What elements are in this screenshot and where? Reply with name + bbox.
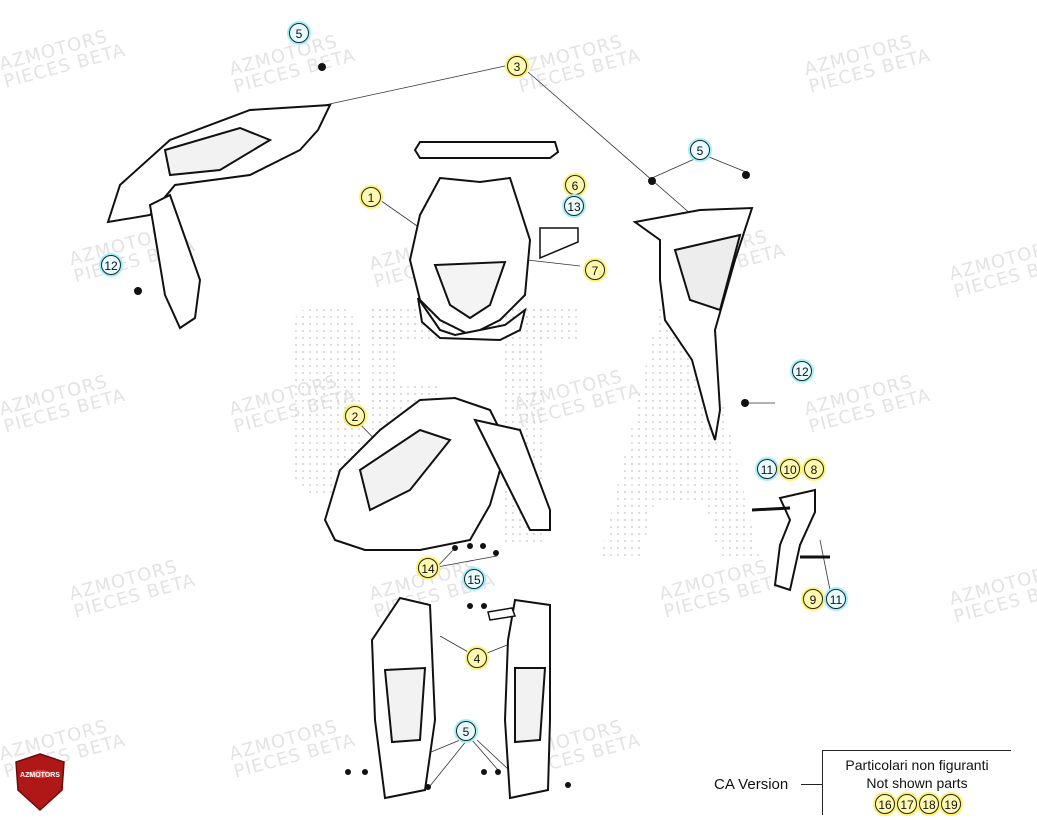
callout-c5a: 5 [289,23,309,43]
ca-version-leader [801,784,822,785]
callout-c11a: 11 [757,459,777,479]
callout-c13: 13 [564,196,584,216]
not-shown-parts-box: Particolari non figuranti Not shown part… [822,750,1011,815]
azmotors-logo: AZMOTORS [14,752,66,812]
callout-c4: 4 [467,648,487,668]
clip-part [487,607,517,621]
callout-c12b: 12 [792,361,812,381]
callout-c7: 7 [585,260,605,280]
left-radiator-shroud [106,103,332,330]
right-fork-guard [503,598,551,800]
callout-c3: 3 [507,56,527,76]
legend-part-16: 16 [875,794,895,814]
headlight-mask [408,176,532,342]
callout-c2: 2 [345,406,365,426]
callout-c11b: 11 [826,589,846,609]
callout-c5b: 5 [690,140,710,160]
brake-hose-guide [773,488,816,592]
callout-c14: 14 [418,558,438,578]
legend-part-18: 18 [919,794,939,814]
callout-c15: 15 [464,569,484,589]
legend-part-19: 19 [941,794,961,814]
ca-version-label: CA Version [714,776,789,793]
number-plate-bracket [413,141,560,159]
legend-title-en: Not shown parts [866,775,968,791]
callout-c8: 8 [804,459,824,479]
callout-c9: 9 [803,589,823,609]
legend-part-17: 17 [897,794,917,814]
callout-c6: 6 [565,175,585,195]
logo-text: AZMOTORS [20,772,60,779]
shield-icon [15,753,65,812]
sticker-part [539,227,579,260]
front-fender [323,396,551,551]
screw-top [318,63,326,71]
callout-c12a: 12 [101,255,121,275]
callout-c1: 1 [361,187,381,207]
callout-c5c: 5 [456,721,476,741]
left-fork-guard [370,596,437,800]
callout-c10: 10 [780,459,800,479]
right-radiator-shroud [632,206,754,441]
screw-left [134,287,142,295]
legend-title-it: Particolari non figuranti [845,757,989,773]
